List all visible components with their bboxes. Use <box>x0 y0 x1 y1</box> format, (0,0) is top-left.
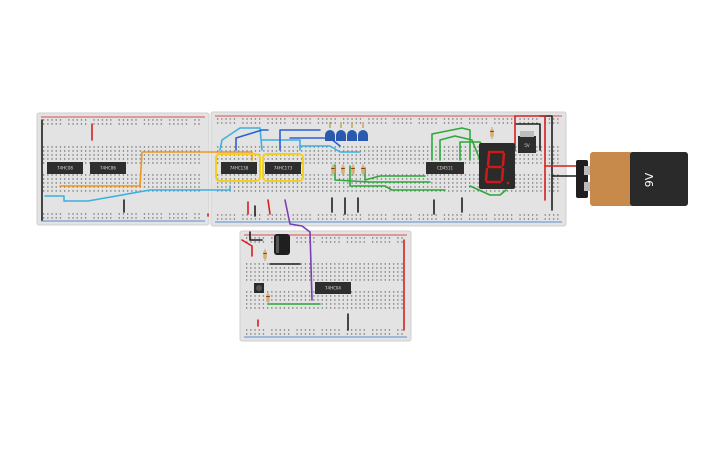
breadboard-left-holes <box>41 116 205 222</box>
chip-mid-a[interactable]: 74HC138 <box>221 162 257 174</box>
wire <box>241 239 253 257</box>
wire <box>235 129 269 151</box>
chip-left-a[interactable]: 74HC08 <box>47 162 83 174</box>
chip-bottom-a-label: 74HC04 <box>325 286 341 291</box>
wire <box>439 135 481 161</box>
resistor <box>331 164 335 176</box>
chip-bottom-a[interactable]: 74HC04 <box>315 282 351 294</box>
breadboard-main-holes <box>215 115 562 223</box>
voltage-regulator[interactable]: 5V <box>518 131 536 153</box>
wire <box>515 123 541 151</box>
led-3[interactable] <box>347 122 357 141</box>
seven-segment-display[interactable] <box>479 143 515 189</box>
wire <box>267 199 271 215</box>
battery-label: 9V <box>643 172 656 187</box>
resistor <box>351 164 355 176</box>
wire <box>349 165 446 191</box>
wire <box>219 127 263 151</box>
resistor <box>263 249 267 261</box>
resistors <box>263 127 494 304</box>
chip-mid-a-label: 74HC138 <box>230 166 249 171</box>
chip-left-a-label: 74HC08 <box>57 166 73 171</box>
resistor <box>361 164 365 176</box>
leds[interactable] <box>325 122 368 141</box>
resistor <box>266 292 270 304</box>
resistor <box>341 164 345 176</box>
highlight-box-left <box>215 153 261 182</box>
chip-left-b[interactable]: 74HC86 <box>90 162 126 174</box>
push-button[interactable] <box>254 283 264 293</box>
led-4[interactable] <box>358 122 368 141</box>
wire <box>44 185 231 202</box>
capacitor[interactable] <box>274 234 290 255</box>
voltage-regulator-label: 5V <box>524 143 530 148</box>
chip-right-a-label: CD4511 <box>437 166 454 171</box>
chip-mid-b-label: 74HC173 <box>274 166 293 171</box>
highlight-box-right <box>262 153 304 182</box>
wire <box>334 164 431 183</box>
led-1[interactable] <box>325 122 335 141</box>
wire <box>299 145 361 153</box>
chip-right-a[interactable]: CD4511 <box>426 162 464 174</box>
wire <box>514 115 546 201</box>
wire <box>364 167 426 181</box>
wires <box>41 115 579 331</box>
chip-mid-b[interactable]: 74HC173 <box>265 162 301 174</box>
wire <box>469 185 507 196</box>
wire <box>284 199 313 301</box>
resistor <box>490 127 494 139</box>
chip-left-b-label: 74HC86 <box>100 166 116 171</box>
led-2[interactable] <box>336 122 346 141</box>
wire <box>279 129 321 151</box>
wire <box>249 231 263 241</box>
battery-9v[interactable]: 9V <box>576 152 688 206</box>
